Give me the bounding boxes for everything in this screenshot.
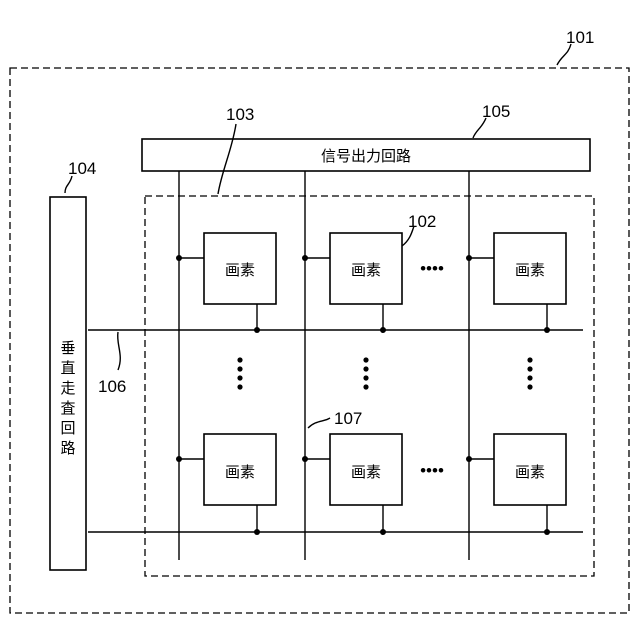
pixel-r2-c1: 画素 xyxy=(176,434,276,535)
pixel-label: 画素 xyxy=(225,261,255,279)
ellipsis-vertical xyxy=(527,357,532,389)
pixel-label: 画素 xyxy=(225,463,255,481)
ellipsis-vertical xyxy=(237,357,242,389)
leader-107 xyxy=(308,418,330,428)
ellipsis-horizontal: •••• xyxy=(420,461,444,480)
pixel-r1-c2: 画素 xyxy=(302,233,402,333)
vertical-scan-char-3: 走 xyxy=(60,379,75,397)
ref-103: 103 xyxy=(226,105,254,124)
ref-107: 107 xyxy=(334,409,362,428)
leader-101 xyxy=(557,44,571,65)
vertical-scan-char-1: 垂 xyxy=(60,339,75,357)
vertical-scan-char-6: 路 xyxy=(60,439,75,457)
signal-output-circuit-label: 信号出力回路 xyxy=(321,147,411,165)
leader-104 xyxy=(65,176,72,193)
ellipsis-vertical xyxy=(363,357,368,389)
signal-output-circuit: 信号出力回路 xyxy=(142,139,590,171)
vertical-scan-char-2: 直 xyxy=(60,359,75,377)
pixel-label: 画素 xyxy=(351,261,381,279)
ref-106: 106 xyxy=(98,377,126,396)
pixel-label: 画素 xyxy=(515,261,545,279)
leader-105 xyxy=(473,118,486,138)
ellipsis-horizontal: •••• xyxy=(420,259,444,278)
ref-105: 105 xyxy=(482,102,510,121)
leader-106 xyxy=(118,332,121,370)
pixel-r2-c3: 画素 xyxy=(466,434,566,535)
ref-102: 102 xyxy=(408,212,436,231)
ref-104: 104 xyxy=(68,159,96,178)
vertical-scan-circuit: 垂 直 走 査 回 路 xyxy=(50,197,86,570)
ref-101: 101 xyxy=(566,28,594,47)
vertical-scan-char-4: 査 xyxy=(60,399,75,417)
vertical-scan-char-5: 回 xyxy=(60,419,75,437)
pixel-r1-c3: 画素 xyxy=(466,233,566,333)
pixel-label: 画素 xyxy=(515,463,545,481)
pixel-r2-c2: 画素 xyxy=(302,434,402,535)
pixel-r1-c1: 画素 xyxy=(176,233,276,333)
pixel-label: 画素 xyxy=(351,463,381,481)
